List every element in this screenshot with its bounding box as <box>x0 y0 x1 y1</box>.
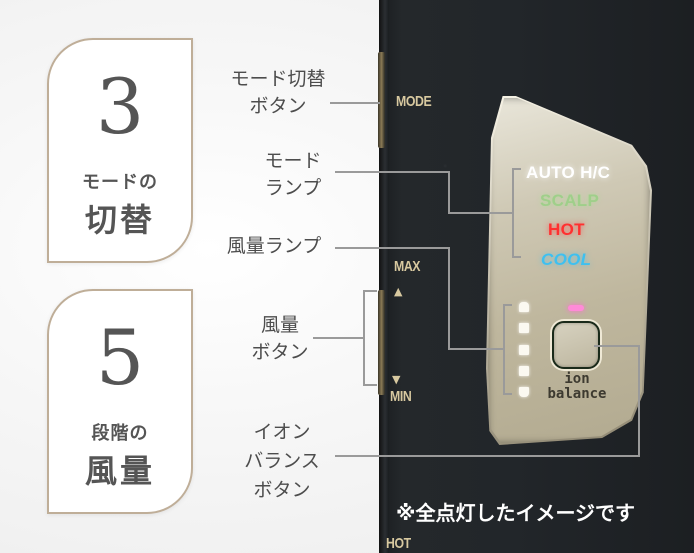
callout-ion-button: イオン バランス ボタン <box>232 418 332 505</box>
leader-line <box>448 171 450 214</box>
callout-airflow-lamp: 風量ランプ <box>210 233 338 260</box>
callout-line: 風量ランプ <box>226 235 322 257</box>
leader-line <box>512 256 521 258</box>
lamp-scalp: SCALP <box>540 191 600 210</box>
leader-line <box>363 290 377 292</box>
card-title: 切替 <box>84 201 155 239</box>
ion-balance-label: ion balance <box>541 372 613 402</box>
leader-line <box>335 171 449 173</box>
ion-balance-button[interactable] <box>552 321 600 369</box>
arrow-down-icon: ▼ <box>392 373 401 386</box>
ion-led <box>568 305 584 311</box>
callout-line: モード <box>264 150 322 172</box>
callout-airflow-button: 風量 ボタン <box>240 312 320 366</box>
leader-line <box>335 247 449 249</box>
arrow-up-icon: ▲ <box>394 285 403 298</box>
callout-line: ボタン <box>251 341 309 363</box>
leader-line <box>335 455 640 457</box>
control-panel <box>488 98 650 443</box>
lamp-hot: HOT <box>548 220 585 239</box>
leader-line <box>503 304 505 395</box>
card-subtitle: 段階の <box>91 423 149 444</box>
callout-mode-lamp: モード ランプ <box>248 148 338 202</box>
feature-card-modes: 3 モードの 切替 <box>47 38 193 263</box>
mode-engraving: MODE <box>396 93 432 110</box>
leader-line <box>363 290 365 386</box>
callout-mode-button: モード切替 ボタン <box>218 66 338 120</box>
leader-line <box>363 384 377 386</box>
callout-line: イオン <box>253 421 311 443</box>
leader-line <box>448 348 505 350</box>
callout-line: ボタン <box>249 95 307 117</box>
leader-line <box>313 337 365 339</box>
feature-card-airflow: 5 段階の 風量 <box>47 289 193 514</box>
airflow-led-4 <box>519 323 529 333</box>
leader-line <box>448 247 450 350</box>
callout-line: ランプ <box>264 177 322 199</box>
card-subtitle: モードの <box>82 172 158 193</box>
callout-line: ボタン <box>253 479 311 501</box>
hot-engraving: HOT <box>386 535 411 552</box>
card-title: 風量 <box>84 452 155 490</box>
mode-side-button[interactable] <box>378 52 385 148</box>
ion-label-line2: balance <box>547 386 607 402</box>
leader-line <box>594 345 640 347</box>
leader-line <box>638 345 640 457</box>
airflow-led-5 <box>519 302 529 312</box>
callout-line: バランス <box>244 450 320 472</box>
lamp-auto-hc: AUTO H/C <box>526 163 611 182</box>
airflow-led-1 <box>519 387 529 397</box>
leader-line <box>330 102 380 104</box>
leader-line <box>448 212 514 214</box>
leader-line <box>503 304 512 306</box>
leader-line <box>503 393 512 395</box>
airflow-led-3 <box>519 345 529 355</box>
lamp-cool: COOL <box>541 250 592 269</box>
airflow-side-button[interactable] <box>378 290 385 395</box>
min-engraving: MIN <box>390 388 412 405</box>
callout-line: モード切替 <box>230 68 326 90</box>
card-number: 3 <box>95 62 145 151</box>
illustration-note: ※全点灯したイメージです <box>396 501 636 525</box>
leader-line <box>512 168 514 258</box>
card-number: 5 <box>95 313 145 402</box>
max-engraving: MAX <box>394 258 421 275</box>
leader-line <box>512 168 521 170</box>
airflow-led-2 <box>519 366 529 376</box>
ion-label-line1: ion <box>564 371 590 387</box>
callout-line: 風量 <box>260 314 299 336</box>
